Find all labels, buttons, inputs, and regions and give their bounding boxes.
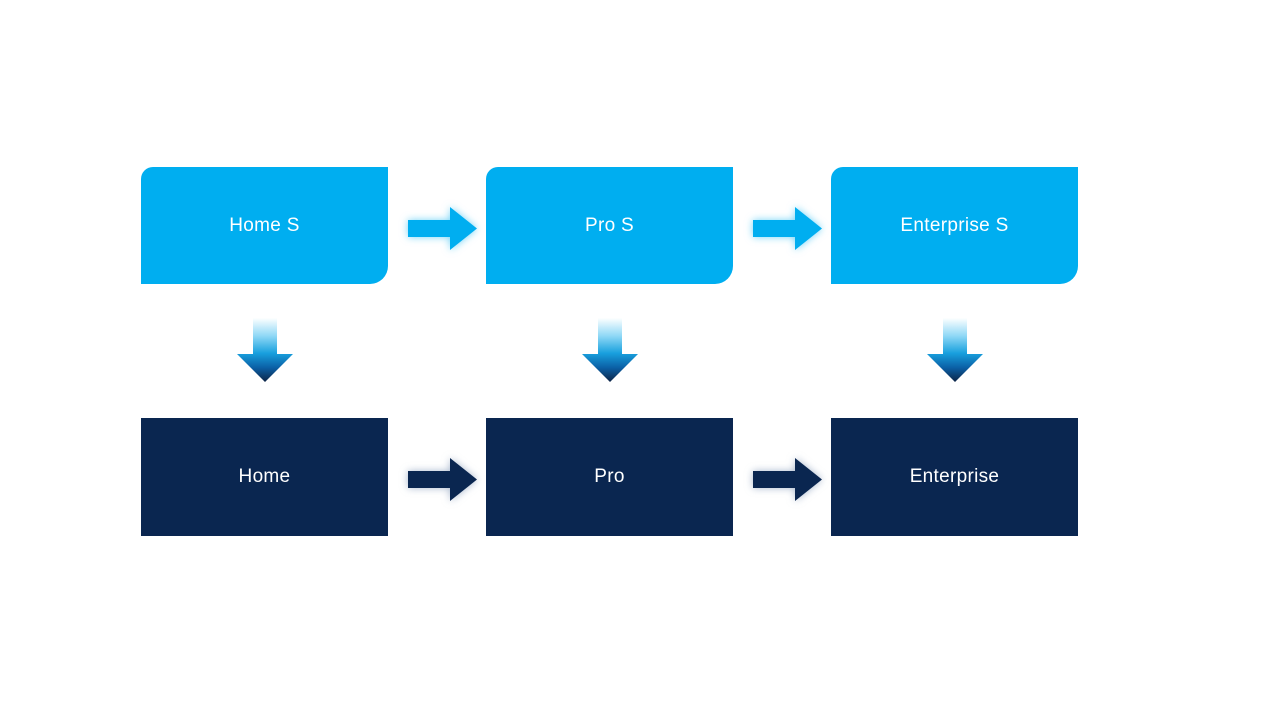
node-enterprise-label: Enterprise xyxy=(909,466,1000,487)
node-home-label: Home xyxy=(238,466,291,487)
node-home-s: Home S xyxy=(141,167,388,284)
right-arrow-icon xyxy=(753,207,822,250)
node-enterprise: Enterprise xyxy=(831,418,1078,536)
right-arrow-icon xyxy=(408,207,477,250)
down-arrow-icon xyxy=(927,318,983,382)
node-pro: Pro xyxy=(486,418,733,536)
node-home-s-label: Home S xyxy=(229,214,300,236)
node-home: Home xyxy=(141,418,388,536)
node-enterprise-s: Enterprise S xyxy=(831,167,1078,284)
node-enterprise-s-label: Enterprise S xyxy=(900,214,1009,236)
down-arrow-icon xyxy=(582,318,638,382)
right-arrow-icon xyxy=(753,458,822,501)
node-pro-label: Pro xyxy=(594,466,625,487)
right-arrow-icon xyxy=(408,458,477,501)
node-pro-s-label: Pro S xyxy=(584,214,635,236)
down-arrow-icon xyxy=(237,318,293,382)
node-pro-s: Pro S xyxy=(486,167,733,284)
